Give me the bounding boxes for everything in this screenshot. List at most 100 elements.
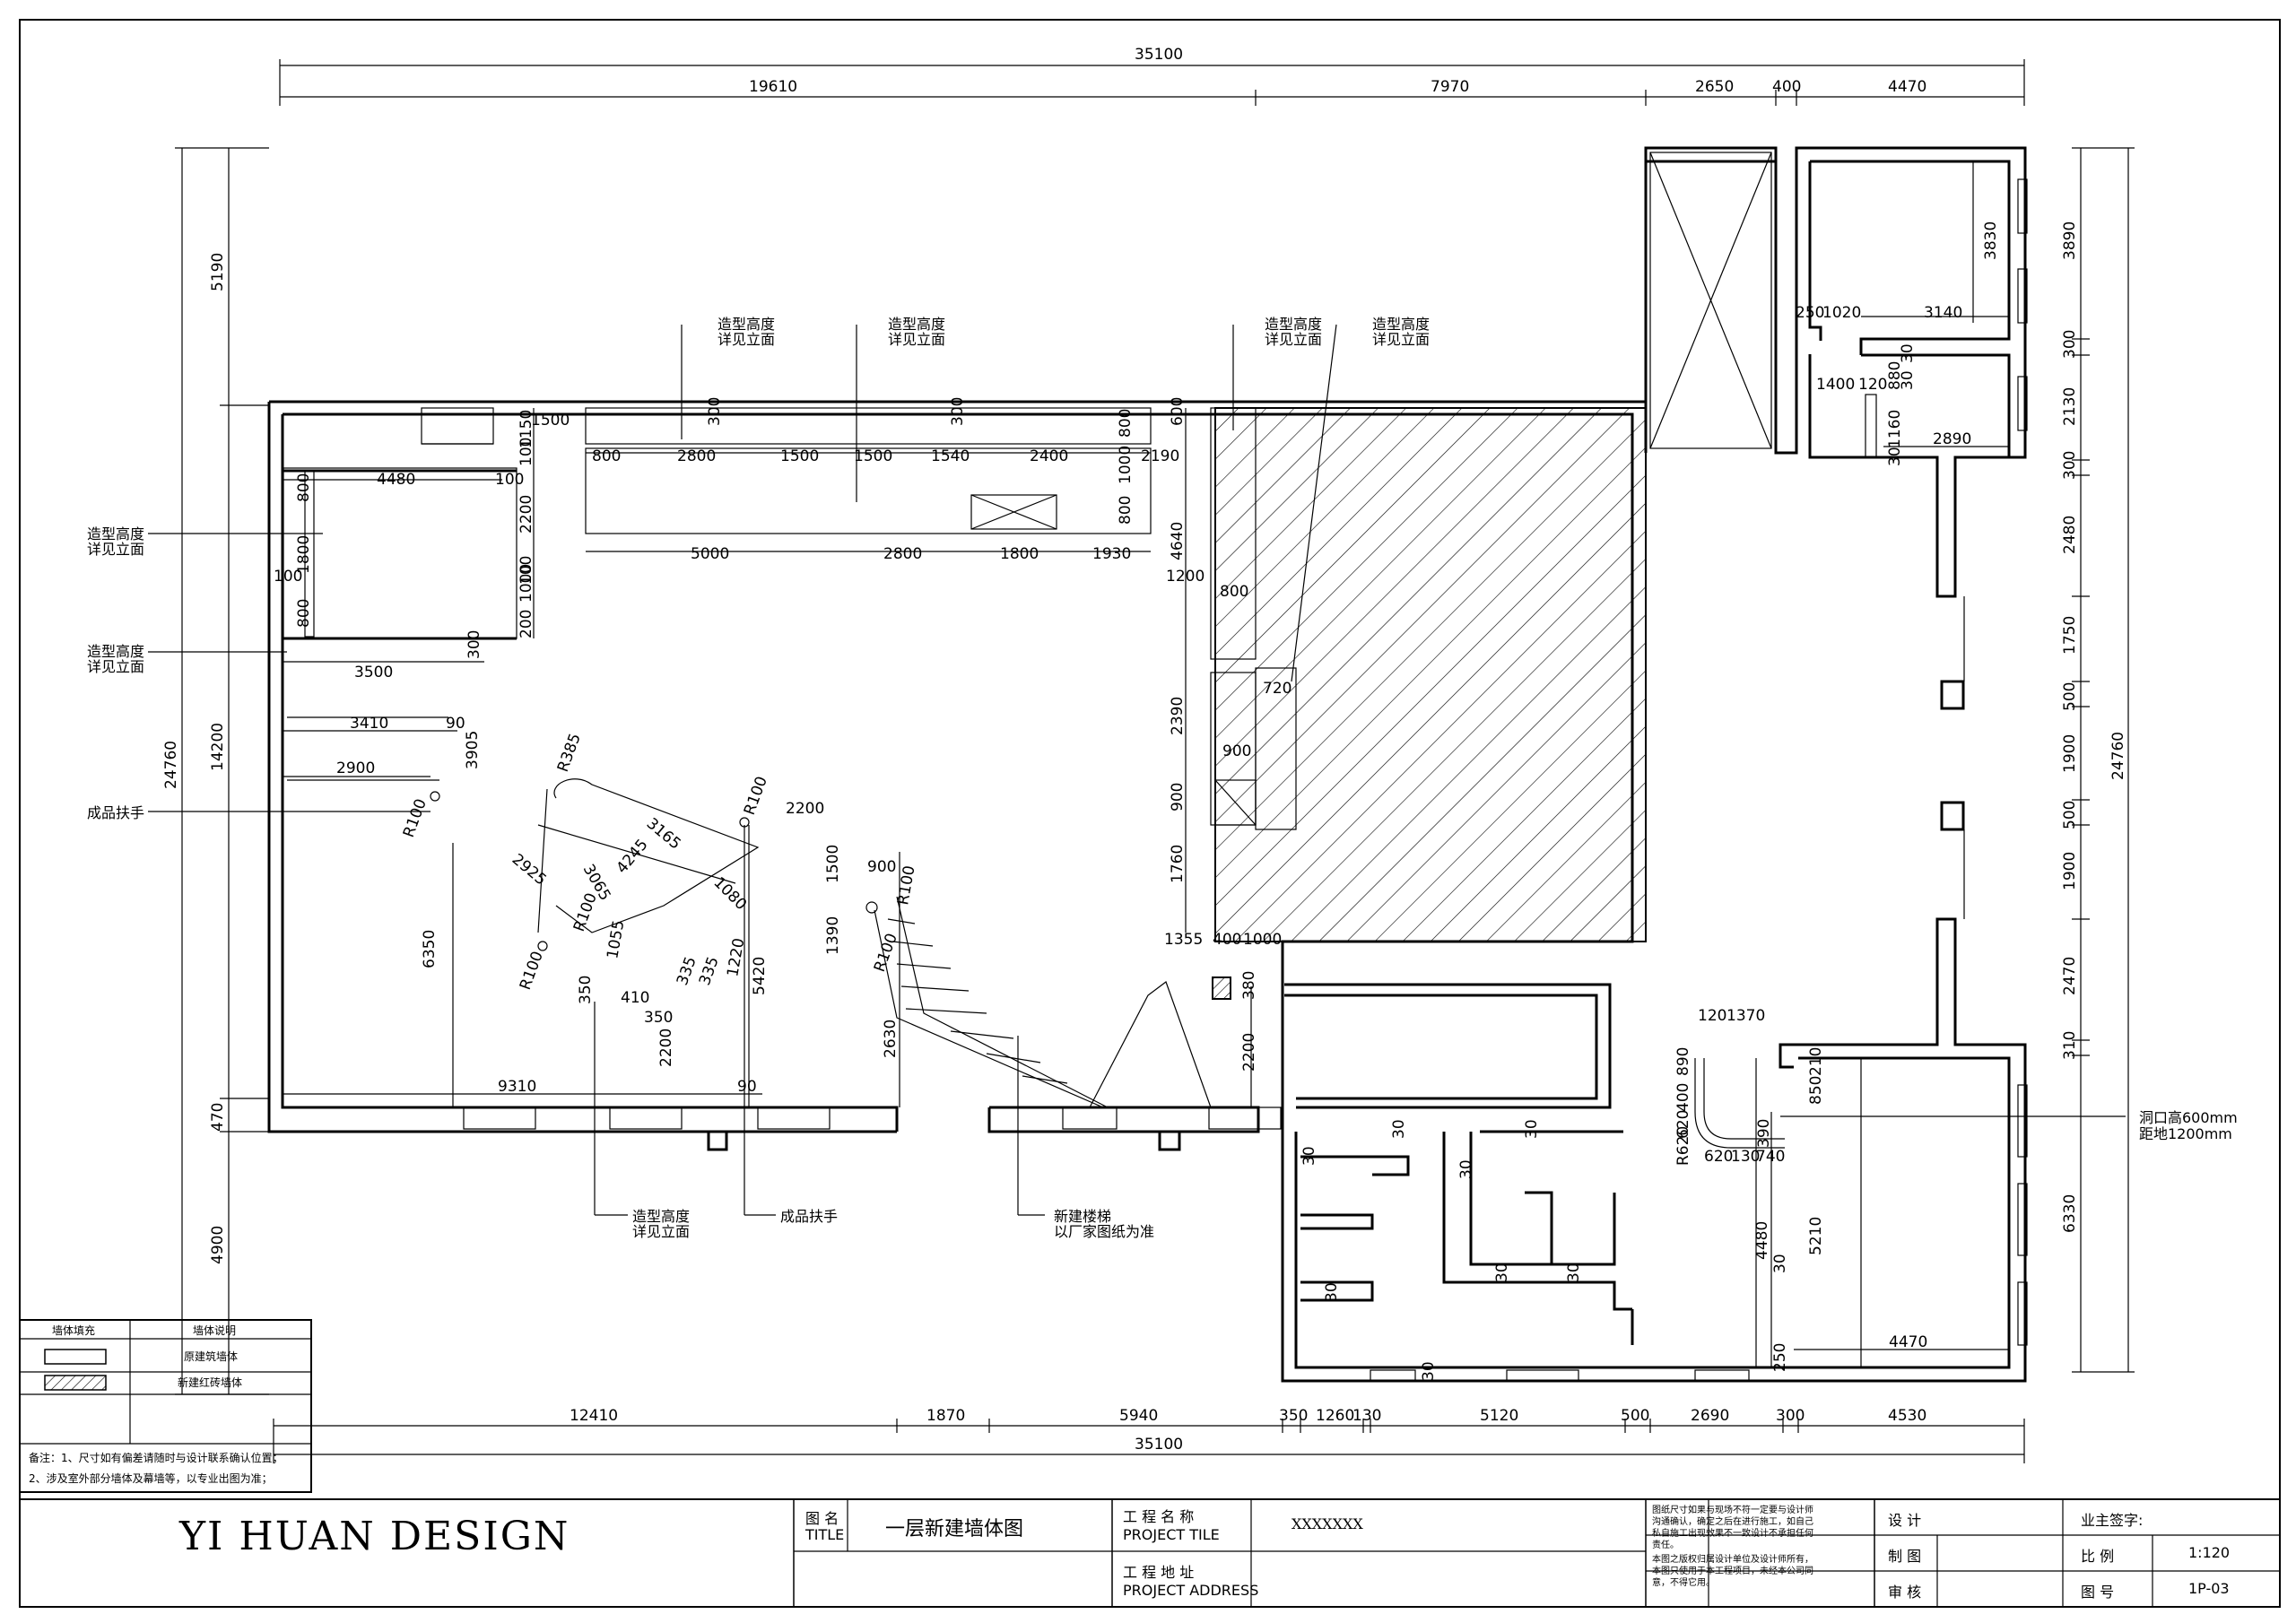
review-label: 审 核 [1888,1584,1922,1601]
dim-u2: 1020 [1822,304,1861,322]
dim-v7: 620 [1704,1148,1733,1166]
project-name-label-en: PROJECT TILE [1123,1526,1220,1543]
dim-v5: 620 [1674,1110,1692,1139]
dim-k7: 6350 [421,930,439,968]
dim-i15: 5000 [691,545,729,563]
owner-sign-label: 业主签字: [2081,1512,2144,1529]
dim-bottom-7: 5120 [1480,1407,1518,1425]
dim-bottom-2: 1870 [926,1407,965,1425]
dim-s6: R100 [517,949,547,992]
dim-i11: 2190 [1141,447,1179,465]
dim-j11: 100 [517,556,535,585]
dim-u4: 3830 [1982,221,2000,260]
dim-k5: 2900 [336,759,375,777]
elevator-shaft [1649,152,1772,449]
note-elev-5: 造型高度 [87,525,144,542]
note-elev-2b: 详见立面 [888,331,945,348]
dim-right-total: 24760 [2109,732,2127,780]
dim-v12: 850 [1807,1076,1825,1105]
dim-t5: R100 [871,931,901,974]
columns [707,680,1965,1151]
dim-u7: 880 [1886,361,1904,390]
scale-label: 比 例 [2081,1548,2115,1565]
dim-s12: 5420 [751,957,769,995]
dim-i19: 4640 [1169,522,1187,560]
note-elev-6b: 详见立面 [87,658,144,675]
interior-dimension-lines [283,161,2009,1367]
dim-i4: 800 [592,447,621,465]
dim-i26: 1760 [1169,845,1187,883]
dim-v4: 400 [1674,1083,1692,1112]
dim-i17: 1800 [1000,545,1039,563]
dim-i25: 900 [1169,783,1187,812]
dim-v11: 210 [1807,1047,1825,1076]
dim-w2: 30 [1390,1119,1408,1139]
dim-t9: 1000 [1243,931,1282,949]
dim-v1: 120 [1698,1007,1726,1025]
note-elev-4: 造型高度 [1372,316,1430,333]
dim-bottom-4: 350 [1279,1407,1308,1425]
drawing-number-label: 图 号 [2081,1584,2115,1601]
dim-v10: 390 [1755,1119,1773,1148]
dim-w7: 30 [1323,1282,1341,1302]
dim-right-11: 2470 [2061,957,2079,995]
dim-j4: 1800 [295,535,313,574]
left-rooms [283,407,517,781]
dim-s17: 2200 [657,1028,675,1067]
dim-w3: 30 [1523,1119,1541,1139]
dim-left-a: 5190 [209,253,227,291]
dim-s18: 335 [674,954,700,987]
dim-right-2: 300 [2061,330,2079,359]
dim-v8: 130 [1731,1148,1760,1166]
dim-left-b: 14200 [209,723,227,771]
dim-top-4: 400 [1772,78,1801,96]
dim-i5: 2800 [677,447,716,465]
dim-t10: 380 [1240,971,1258,1000]
dim-s7: 2200 [786,800,824,818]
dim-u8: 30 [1899,343,1917,363]
dim-right-10: 1900 [2061,852,2079,890]
annotation-leaders [148,324,2126,1216]
note-elev-8b: 详见立面 [632,1223,690,1240]
dim-i10: 800 [1117,409,1135,438]
dim-s19: 335 [696,954,723,987]
title-note-b: 本图之版权归属设计单位及设计师所有，本图只使用于本工程项目，未经本公司同意，不得… [1652,1555,1813,1588]
interior-dimension-text: 1500 300 300 800 2800 1500 1500 1540 240… [274,221,2000,1381]
dim-t2: 900 [867,858,896,876]
service-rooms [1300,1130,1634,1345]
project-name-value: XXXXXXX [1292,1515,1363,1532]
windows [463,178,2028,1382]
dim-right-9: 500 [2061,801,2079,829]
dim-w8: 30 [1420,1361,1438,1381]
project-name-label-cn: 工 程 名 称 [1123,1508,1195,1525]
note-elev-4b: 详见立面 [1372,331,1430,348]
dim-right-3: 2130 [2061,387,2079,426]
dim-v13: 5210 [1807,1217,1825,1255]
dim-v2: 1370 [1726,1007,1765,1025]
dim-u3: 3140 [1924,304,1962,322]
legend-row1: 原建筑墙体 [184,1350,238,1363]
cabinet-zones [585,407,1297,830]
dim-top-3: 2650 [1695,78,1734,96]
dim-k8: 9310 [498,1078,536,1096]
dim-bottom-11: 4530 [1888,1407,1926,1425]
dim-v3: 890 [1674,1047,1692,1076]
dim-u10: 1160 [1886,410,1904,448]
legend-note1: 备注：1、尺寸如有偏差请随时与设计联系确认位置； [29,1451,283,1464]
dim-j12: 200 [517,610,535,638]
dim-j10: 1000 [517,564,535,603]
title-label-cn: 图 名 [805,1510,839,1527]
dim-u12: 30 [1886,447,1904,466]
dim-bottom-1: 12410 [570,1407,618,1425]
dim-u1: 250 [1796,304,1824,322]
legend-swatch-original [44,1349,107,1365]
note-elev-1b: 详见立面 [718,331,775,348]
dim-s13: R100 [570,890,601,933]
dim-bottom-8: 500 [1621,1407,1649,1425]
note-new-stair: 新建楼梯 [1054,1208,1111,1225]
dim-t1: 1500 [824,845,842,883]
dim-k6: R100 [400,796,430,839]
dim-t4: 1390 [824,916,842,955]
dim-i12: 1000 [1117,446,1135,484]
legend-col1: 墙体填充 [52,1324,95,1337]
